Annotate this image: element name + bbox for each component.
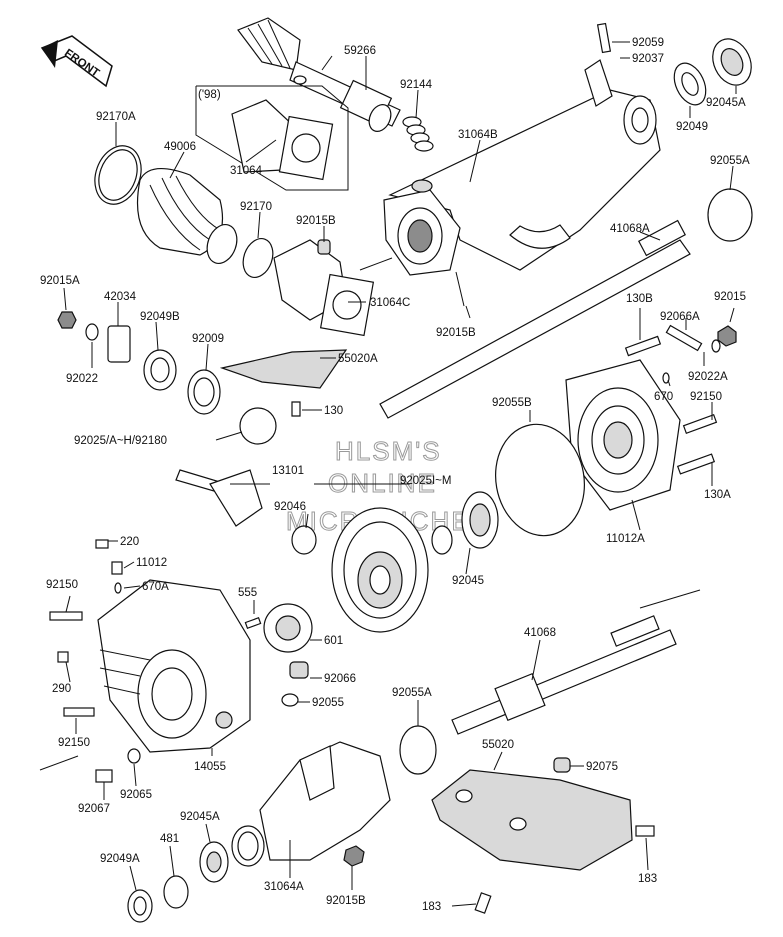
label-49006: 49006: [164, 141, 196, 153]
label-41068: 41068: [524, 627, 556, 639]
label-92055A-top: 92055A: [710, 155, 750, 167]
label-11012A: 11012A: [606, 533, 645, 545]
parts-drawing: [39, 17, 753, 923]
label-59266: 59266: [344, 45, 376, 57]
label-92025-A-H-92180: 92025/A~H/92180: [74, 435, 167, 447]
label-601: 601: [324, 635, 343, 647]
skid-plate-55020: [431, 757, 655, 914]
label-92037: 92037: [632, 53, 664, 65]
label-220: 220: [120, 536, 139, 548]
label-92055A-bottom: 92055A: [392, 687, 432, 699]
label-92066: 92066: [324, 673, 356, 685]
label-92075: 92075: [586, 761, 618, 773]
label-290: 290: [52, 683, 71, 695]
label-92015A: 92015A: [40, 275, 80, 287]
bearing-601: [244, 603, 313, 707]
bottom-left-small-parts: [95, 748, 189, 923]
label-42034: 42034: [104, 291, 137, 303]
front-arrow-icon: FRONT: [40, 35, 113, 88]
label-670: 670: [654, 391, 673, 403]
label-92045: 92045: [452, 575, 484, 587]
cv-joint-boot: [237, 17, 401, 132]
label-92150-left: 92150: [46, 579, 78, 591]
label-92144: 92144: [400, 79, 433, 91]
label-14055: 14055: [194, 761, 226, 773]
label-55020A: 55020A: [338, 353, 378, 365]
label-92170A: 92170A: [96, 111, 136, 123]
label-92150-right: 92150: [690, 391, 722, 403]
ring-gear: [331, 507, 429, 633]
label-92049-top: 92049: [676, 121, 708, 133]
label-92150-bottom: 92150: [58, 737, 90, 749]
left-small-parts: [57, 311, 301, 445]
label-670A: 670A: [142, 581, 169, 593]
label-92170: 92170: [240, 201, 272, 213]
label-130: 130: [324, 405, 343, 417]
inset-98-box: [195, 85, 349, 191]
clamp-92170: [242, 238, 274, 278]
label-92045A-top: 92045A: [706, 97, 746, 109]
label-481: 481: [160, 833, 179, 845]
label-92015B-top: 92015B: [296, 215, 336, 227]
label-92015: 92015: [714, 291, 746, 303]
watermark-line-1: HLSM'S: [335, 436, 442, 466]
label-92055B: 92055B: [492, 397, 532, 409]
label-92025I-M: 92025I~M: [400, 475, 451, 487]
label-31064A: 31064A: [264, 881, 304, 893]
label-31064B: 31064B: [458, 129, 498, 141]
gear-case-14055: [49, 539, 251, 753]
label-92046: 92046: [274, 501, 306, 513]
locator-arrows: [39, 257, 701, 771]
flange-31064C: [273, 239, 375, 337]
label-11012: 11012: [136, 557, 167, 569]
label-183-right: 183: [638, 873, 657, 885]
label-92059: 92059: [632, 37, 664, 49]
o-ring-92055A-bottom: [399, 725, 437, 775]
label-92022A: 92022A: [688, 371, 728, 383]
label-13101: 13101: [272, 465, 304, 477]
axle-housing-31064B: [383, 59, 661, 276]
seal-bearing-top: [596, 22, 752, 106]
tube-31064A: [199, 741, 391, 883]
o-ring-92055A-top: [707, 188, 753, 242]
shaft-41068: [451, 615, 677, 735]
label-92049B: 92049B: [140, 311, 180, 323]
o-ring-92055B: [494, 423, 586, 537]
label-92067: 92067: [78, 803, 110, 815]
label-92022: 92022: [66, 373, 98, 385]
label-92015B-mid: 92015B: [436, 327, 476, 339]
label-92015B-bottom: 92015B: [326, 895, 366, 907]
watermark-line-2: ONLINE: [328, 468, 437, 498]
label-92066A: 92066A: [660, 311, 700, 323]
label-130B: 130B: [626, 293, 653, 305]
label-92045A-bottom: 92045A: [180, 811, 220, 823]
guard-55020A: [219, 349, 348, 389]
label-92009: 92009: [192, 333, 224, 345]
shaft-41068A: [379, 219, 691, 419]
boot-49006: [94, 145, 238, 264]
leader-lines: [63, 41, 737, 907]
label-41068A: 41068A: [610, 223, 650, 235]
label-year-98: ('98): [198, 89, 221, 101]
label-183-bottom: 183: [422, 901, 441, 913]
label-92065: 92065: [120, 789, 152, 801]
part-labels: 92059 92037 59266 92045A 92049 92144 310…: [40, 37, 750, 913]
cover-11012A: [565, 324, 737, 511]
label-130A: 130A: [704, 489, 731, 501]
label-555: 555: [238, 587, 257, 599]
label-55020: 55020: [482, 739, 514, 751]
label-31064: 31064: [230, 165, 263, 177]
label-92055: 92055: [312, 697, 344, 709]
spring-92144: [402, 116, 434, 152]
label-92049A: 92049A: [100, 853, 140, 865]
label-31064C: 31064C: [370, 297, 410, 309]
